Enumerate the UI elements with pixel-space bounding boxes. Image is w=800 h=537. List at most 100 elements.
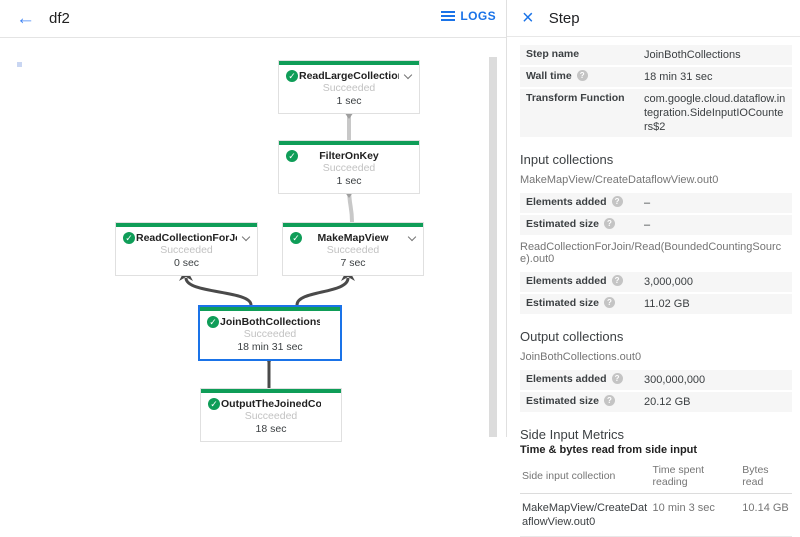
wall-time-row: Wall time 18 min 31 sec — [520, 67, 792, 87]
elements-added-row: Elements added 3,000,000 — [520, 272, 792, 292]
step-details-panel: × Step Step name JoinBothCollections Wal… — [506, 0, 800, 537]
elements-added-value: 3,000,000 — [644, 276, 693, 288]
logs-list-icon — [441, 9, 456, 23]
node-success-bar — [279, 141, 419, 145]
node-duration: 1 sec — [336, 95, 362, 107]
node-status: Succeeded — [244, 410, 298, 422]
elements-added-row: Elements added 300,000,000 — [520, 370, 792, 390]
minimap-dot — [17, 62, 22, 67]
close-icon[interactable]: × — [522, 7, 534, 29]
node-title: ReadLargeCollectionFr... — [299, 70, 399, 82]
side-input-metrics-subtitle: Time & bytes read from side input — [520, 444, 698, 456]
node-title: JoinBothCollections — [220, 316, 320, 328]
node-duration: 18 sec — [255, 423, 287, 435]
input-collection-group: MakeMapView/CreateDataflowView.out0 Elem… — [520, 174, 792, 235]
side-input-collection-cell: MakeMapView/CreateDataflowView.out0 — [520, 493, 651, 537]
success-check-icon — [208, 398, 220, 410]
col-side-input-collection: Side input collection — [520, 460, 651, 494]
edge-readcollection-join — [184, 277, 253, 306]
table-header-row: Side input collection Time spent reading… — [520, 460, 792, 494]
logs-button-label: LOGS — [460, 9, 496, 23]
collection-name: MakeMapView/CreateDataflowView.out0 — [520, 174, 719, 186]
help-icon[interactable] — [611, 373, 623, 384]
step-panel-header: × Step — [507, 0, 800, 37]
success-check-icon — [290, 232, 302, 244]
estimated-size-row: Estimated size 20.12 GB — [520, 392, 792, 412]
node-duration: 0 sec — [173, 257, 200, 269]
elements-added-value: – — [644, 197, 651, 209]
help-icon[interactable] — [603, 218, 615, 229]
help-icon[interactable] — [603, 297, 615, 308]
help-icon[interactable] — [576, 70, 588, 81]
job-topbar: ← df2 LOGS — [0, 0, 506, 38]
table-row: MakeMapView/CreateDataflowView.out0 10 m… — [520, 493, 792, 537]
step-panel-title: Step — [548, 9, 580, 27]
logs-button[interactable]: LOGS — [441, 9, 496, 23]
node-title: FilterOnKey — [319, 150, 379, 162]
node-success-bar — [116, 223, 257, 227]
wall-time-value: 18 min 31 sec — [644, 71, 713, 83]
graph-node-readcollectionforjoin[interactable]: ReadCollectionForJoin Succeeded 0 sec — [115, 222, 258, 276]
node-duration: 18 min 31 sec — [237, 341, 303, 353]
node-success-bar — [201, 389, 341, 393]
graph-node-filteronkey[interactable]: FilterOnKey Succeeded 1 sec — [278, 140, 420, 194]
graph-node-makemapview[interactable]: MakeMapView Succeeded 7 sec — [282, 222, 424, 276]
vertical-scrollbar[interactable] — [489, 57, 497, 437]
transform-function-value: com.google.cloud.dataflow.integration.Si… — [644, 93, 786, 133]
step-name-value: JoinBothCollections — [644, 49, 741, 61]
node-status: Succeeded — [243, 328, 297, 340]
elements-added-row: Elements added – — [520, 193, 792, 213]
estimated-size-label: Estimated size — [526, 297, 599, 309]
estimated-size-label: Estimated size — [526, 218, 599, 230]
node-status: Succeeded — [326, 244, 380, 256]
elements-added-label: Elements added — [526, 373, 607, 385]
node-success-bar — [200, 307, 340, 311]
output-collections-title: Output collections — [520, 329, 624, 344]
estimated-size-row: Estimated size – — [520, 215, 792, 235]
graph-node-readlargecollection[interactable]: ReadLargeCollectionFr... Succeeded 1 sec — [278, 60, 420, 114]
success-check-icon — [286, 70, 298, 82]
side-input-metrics-table: Side input collection Time spent reading… — [520, 460, 792, 537]
transform-function-label: Transform Function — [526, 92, 625, 104]
estimated-size-value: – — [644, 219, 651, 231]
collection-name: ReadCollectionForJoin/Read(BoundedCounti… — [520, 241, 782, 265]
estimated-size-value: 11.02 GB — [644, 298, 690, 310]
node-duration: 7 sec — [340, 257, 366, 269]
estimated-size-value: 20.12 GB — [644, 396, 691, 408]
collection-name: JoinBothCollections.out0 — [520, 351, 642, 363]
elements-added-value: 300,000,000 — [644, 374, 706, 386]
node-status: Succeeded — [322, 82, 376, 94]
wall-time-label: Wall time — [526, 70, 572, 82]
help-icon[interactable] — [603, 395, 615, 406]
output-collection-group: JoinBothCollections.out0 Elements added … — [520, 351, 792, 412]
help-icon[interactable] — [611, 275, 623, 286]
node-status: Succeeded — [160, 244, 213, 256]
chevron-down-icon[interactable] — [403, 70, 413, 80]
col-bytes-read: Bytes read — [740, 460, 792, 494]
node-success-bar — [283, 223, 423, 227]
step-name-label: Step name — [526, 48, 580, 60]
chevron-down-icon[interactable] — [241, 232, 251, 242]
help-icon[interactable] — [611, 196, 623, 207]
node-title: MakeMapView — [317, 232, 389, 244]
graph-node-outputthejoined[interactable]: OutputTheJoinedCollec... Succeeded 18 se… — [200, 388, 342, 442]
graph-node-joinbothcollections-selected[interactable]: JoinBothCollections Succeeded 18 min 31 … — [198, 305, 342, 361]
step-name-row: Step name JoinBothCollections — [520, 45, 792, 65]
input-collections-title: Input collections — [520, 152, 614, 167]
estimated-size-label: Estimated size — [526, 395, 599, 407]
chevron-down-icon[interactable] — [407, 232, 417, 242]
success-check-icon — [207, 316, 219, 328]
time-spent-reading-cell: 10 min 3 sec — [650, 493, 741, 537]
node-title: ReadCollectionForJoin — [136, 232, 237, 244]
bytes-read-cell: 10.14 GB — [740, 493, 792, 537]
elements-added-label: Elements added — [526, 275, 607, 287]
node-success-bar — [279, 61, 419, 65]
col-time-spent-reading: Time spent reading — [650, 460, 741, 494]
estimated-size-row: Estimated size 11.02 GB — [520, 294, 792, 314]
transform-function-row: Transform Function com.google.cloud.data… — [520, 89, 792, 137]
input-collection-group: ReadCollectionForJoin/Read(BoundedCounti… — [520, 241, 792, 314]
back-arrow-icon[interactable]: ← — [16, 8, 35, 29]
success-check-icon — [123, 232, 135, 244]
side-input-metrics-title: Side Input Metrics — [520, 427, 625, 442]
job-title: df2 — [49, 10, 70, 27]
